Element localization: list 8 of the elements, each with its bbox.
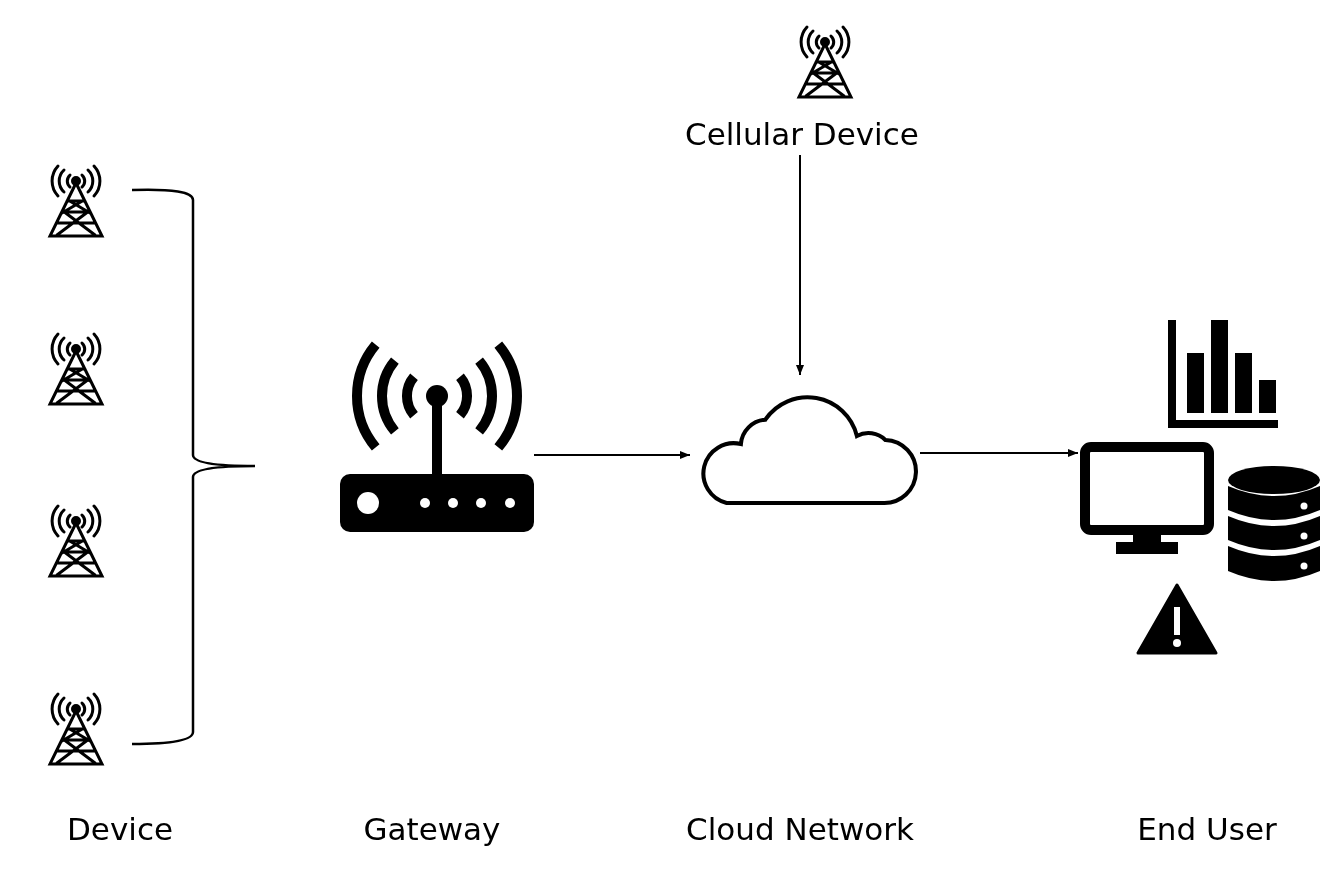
caption-label: Cloud Network <box>686 811 914 847</box>
arrow <box>533 451 691 459</box>
arrow <box>919 449 1079 457</box>
arrow <box>796 154 804 376</box>
caption-label: Gateway <box>363 811 501 847</box>
caption-label: End User <box>1137 811 1277 847</box>
node-label: Cellular Device <box>685 116 919 152</box>
caption-label: Device <box>67 811 173 847</box>
